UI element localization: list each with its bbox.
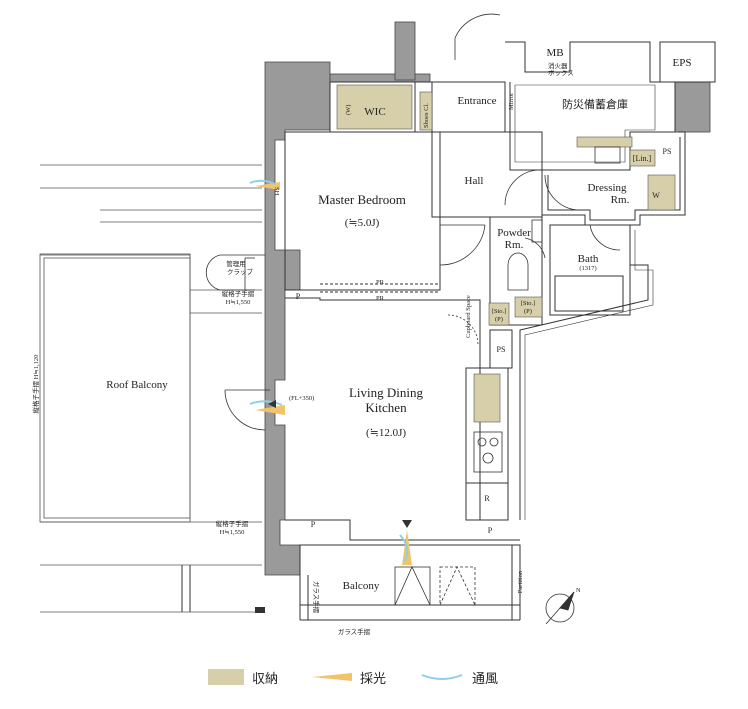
- master-bedroom-size: (≒5.0J): [345, 217, 380, 229]
- wic-label: WIC: [364, 106, 385, 118]
- roof-balcony-label: Roof Balcony: [106, 379, 168, 391]
- storage-swatch: [208, 669, 244, 685]
- storage-p2-label: [Sto.]: [521, 300, 536, 307]
- light-icon: [312, 673, 353, 681]
- pr1-label: PR: [376, 279, 385, 286]
- legend-storage: 収納: [208, 668, 278, 687]
- fl350-label: (FL+350): [289, 395, 314, 402]
- p2-label: P: [311, 520, 316, 529]
- balcony-label: Balcony: [343, 580, 380, 592]
- dressing-label: Dressing: [587, 182, 627, 194]
- glass-rail-vertical-label: ガラス手摺: [312, 581, 321, 614]
- legend: 収納 採光 通風: [208, 667, 532, 687]
- wic-w-label: (W): [345, 105, 352, 115]
- ldk-label: Living Dining: [349, 385, 424, 400]
- ps-kitchen-label: PS: [497, 345, 506, 354]
- powder-label: Powder: [497, 227, 531, 239]
- linen-label: [Lin.]: [633, 154, 652, 163]
- ps-top-label: PS: [663, 147, 672, 156]
- mb-label: MB: [546, 47, 563, 59]
- dressing-wardrobe: [647, 174, 676, 211]
- master-bedroom-label: Master Bedroom: [318, 192, 406, 207]
- rail-bottom-label: 縦格子手摺: [216, 519, 249, 528]
- kanri-label-2: クラップ: [227, 268, 254, 276]
- kitchen-sink: [473, 373, 501, 423]
- kitchen-stove: [473, 431, 503, 473]
- rail-bottom-h-label: H≒1,550: [220, 529, 245, 536]
- storage-p2b-label: (P): [524, 308, 532, 315]
- powder-fixtures: [507, 146, 621, 291]
- storage-p1-label: [Sto.]: [492, 308, 507, 315]
- storage-areas: [336, 84, 676, 423]
- mirror-label: Mirror: [508, 92, 515, 110]
- rail-top-label: 縦格子手摺: [222, 289, 255, 298]
- wic-storage: [336, 84, 413, 130]
- balcony-vents: [394, 566, 476, 606]
- bath-size-label: (1317): [579, 265, 596, 272]
- ldk-label-2: Kitchen: [365, 400, 407, 415]
- p3-label: P: [488, 526, 493, 535]
- light-wind-indicators: [249, 179, 412, 565]
- compass-north-label: N: [576, 587, 581, 594]
- linen-storage: [629, 149, 656, 167]
- shoes-closet-label: Shoes Cl.: [423, 103, 430, 128]
- partition-label: Partition: [517, 570, 524, 593]
- walls: [264, 21, 711, 576]
- storage-p2: [514, 296, 543, 318]
- floor-plan: WIC (W) Shoes Cl. Entrance Mirror MB 消火器…: [31, 13, 716, 636]
- sh-label: SH: [273, 187, 280, 196]
- hall-label: Hall: [465, 175, 484, 187]
- powder-rm-label: Rm.: [505, 239, 524, 251]
- bath-label: Bath: [578, 253, 599, 265]
- storage-p1: [488, 302, 510, 326]
- interior-lines: [181, 41, 716, 621]
- ldk-size: (≒12.0J): [366, 427, 406, 439]
- legend-light-label: 採光: [360, 671, 387, 687]
- storage-p1b-label: (P): [495, 316, 503, 323]
- r-label: R: [484, 494, 490, 503]
- roof-balcony-outline: [39, 164, 262, 613]
- legend-light: 採光: [312, 668, 386, 687]
- rail-top-h-label: H≒1,550: [226, 299, 251, 306]
- p1-label: P: [296, 292, 301, 301]
- shoes-closet: [419, 91, 433, 131]
- dressing-w-label: W: [652, 191, 660, 200]
- legend-storage-label: 収納: [252, 671, 279, 687]
- dressing-rm-label: Rm.: [611, 194, 630, 206]
- legend-wind-label: 通風: [472, 671, 499, 687]
- wind-icon: [421, 674, 463, 680]
- storage-shelf: [576, 136, 633, 148]
- rail-side-label: 縦格子手摺 H≒1,120: [31, 355, 40, 414]
- doors: [205, 13, 621, 431]
- extinguisher-label: 消火器ボックス: [548, 61, 574, 77]
- entrance-label: Entrance: [457, 95, 496, 107]
- mech-blocks: [255, 607, 265, 613]
- storage-label: 防災備蓄倉庫: [562, 97, 628, 111]
- glass-rail-label: ガラス手摺: [338, 627, 371, 636]
- compass: [545, 591, 575, 625]
- pr2-label: PR: [376, 295, 385, 302]
- cupboard-label: Cupboard Space: [465, 295, 472, 338]
- eps-label: EPS: [673, 57, 692, 69]
- kanri-label: 管理用: [226, 259, 246, 268]
- legend-wind: 通風: [420, 668, 498, 687]
